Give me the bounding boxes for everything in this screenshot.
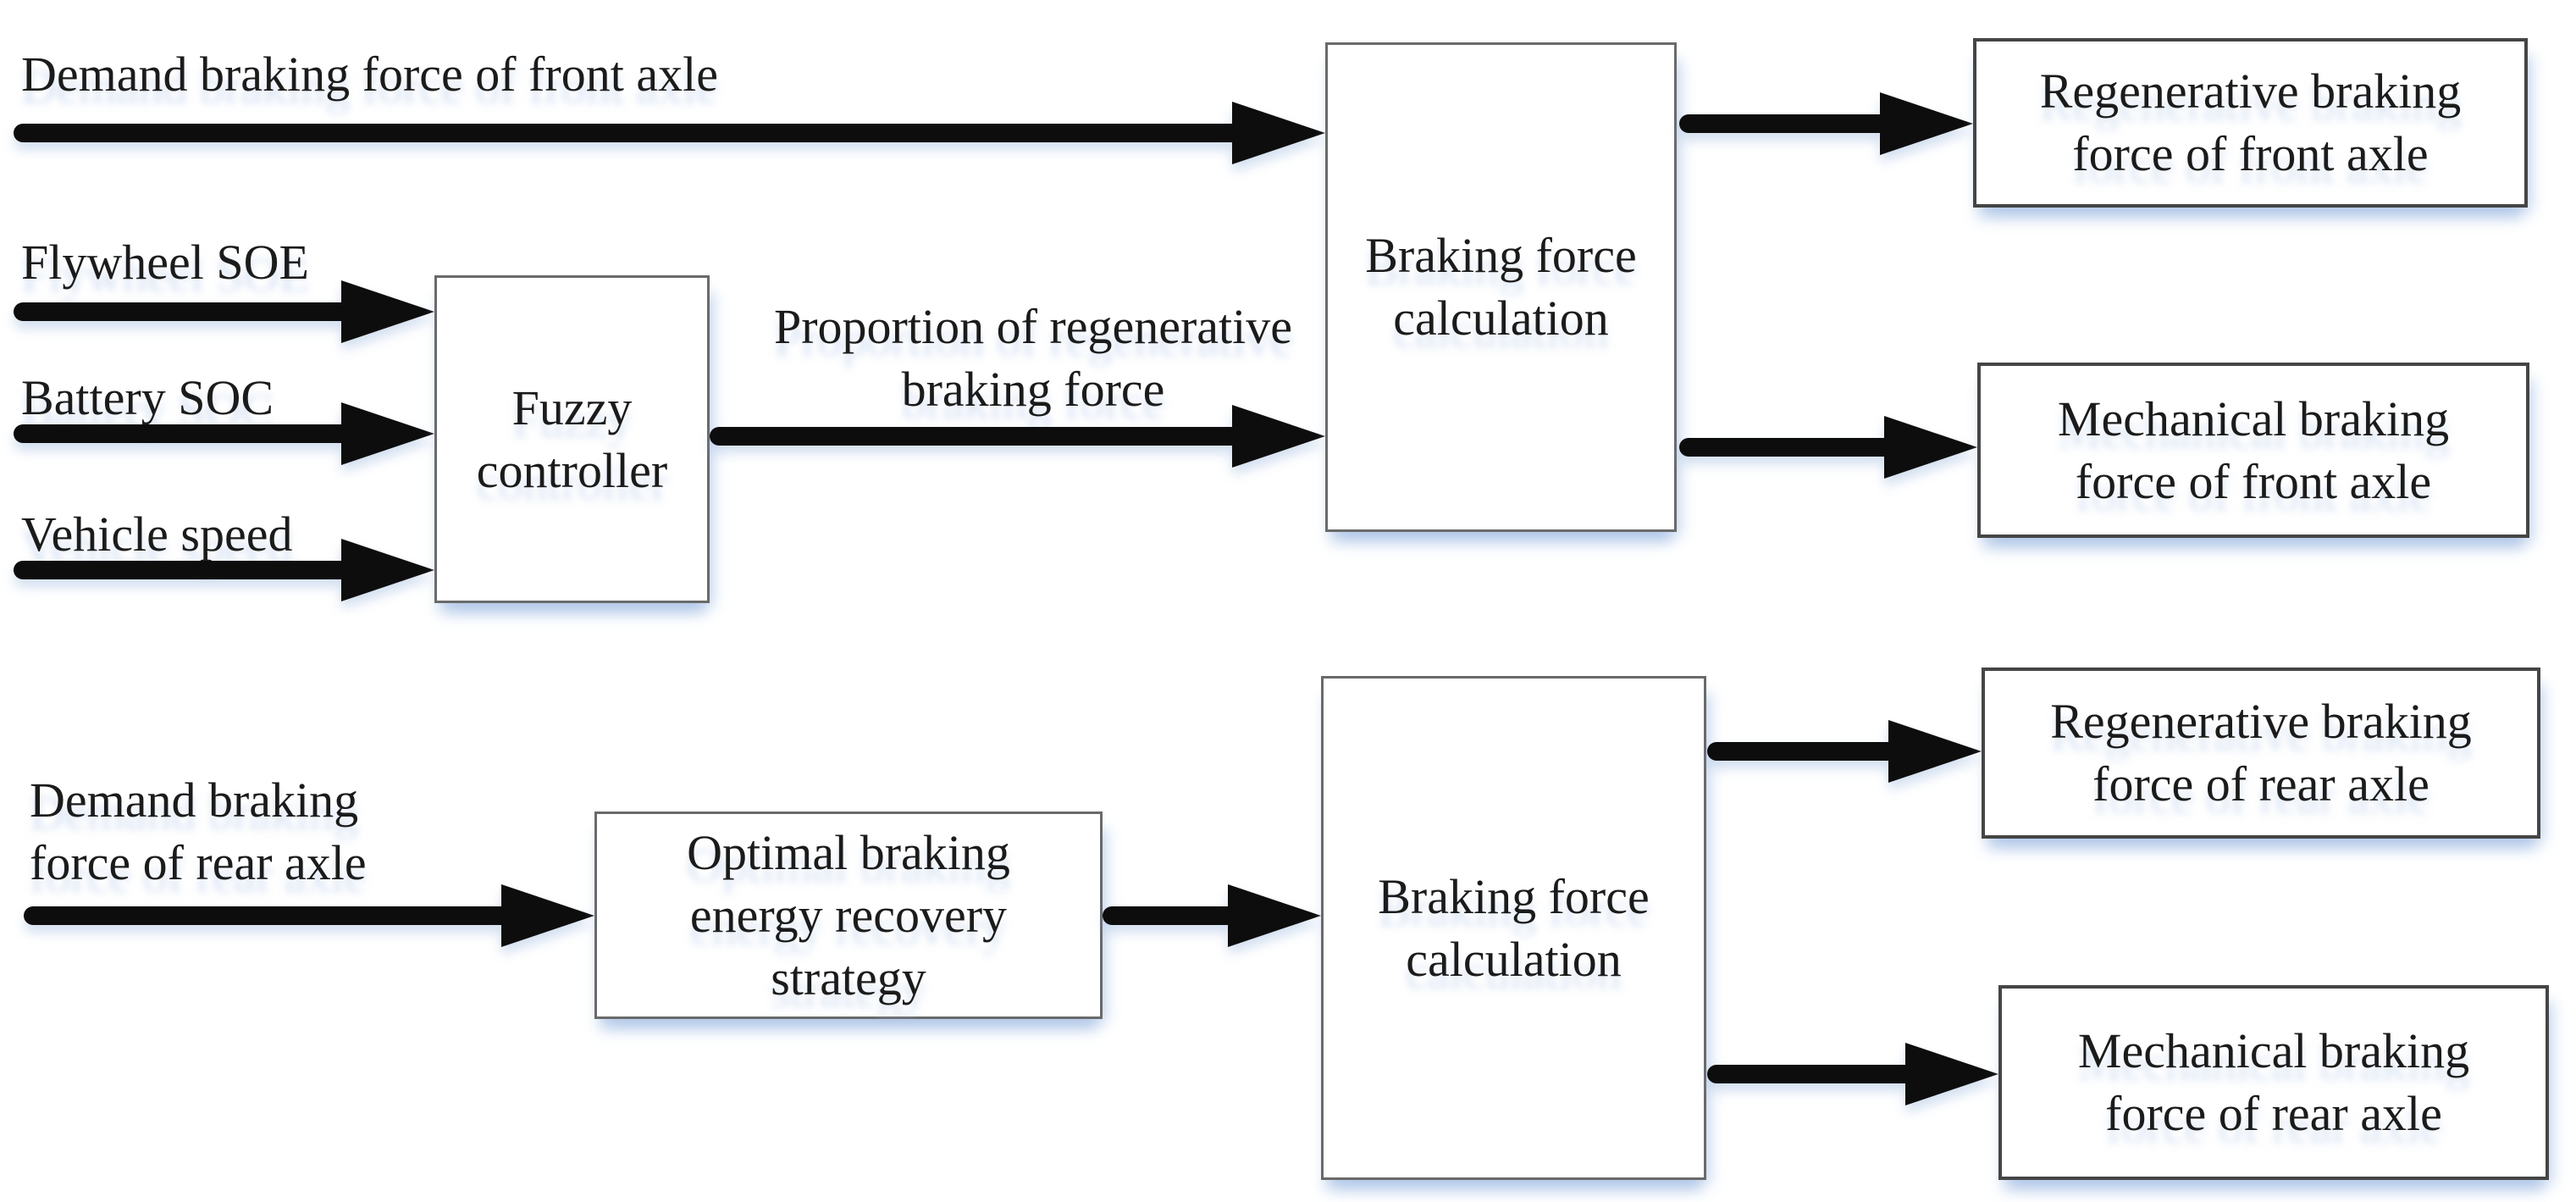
arrow-head-icon	[1232, 405, 1325, 468]
arrow-regenerative-rear	[1707, 720, 1982, 783]
arrow-demand-front	[14, 102, 1325, 164]
arrow-line	[24, 906, 508, 925]
label-flywheel-soe: Flywheel SOE	[21, 235, 309, 290]
box-braking-force-calculation-rear: Braking force calculation	[1321, 676, 1706, 1180]
label-demand-braking-front: Demand braking force of front axle	[21, 47, 718, 102]
arrow-demand-rear	[24, 884, 594, 947]
box-label: Optimal braking energy recovery strategy	[687, 824, 1010, 1005]
box-regenerative-braking-front: Regenerative braking force of front axle	[1973, 38, 2528, 208]
box-label: Fuzzy controller	[476, 379, 668, 498]
arrow-line	[710, 427, 1239, 446]
arrow-line	[14, 561, 348, 579]
box-optimal-strategy: Optimal braking energy recovery strategy	[594, 811, 1103, 1019]
arrow-head-icon	[341, 280, 434, 343]
arrow-battery-soc	[14, 402, 434, 465]
box-label: Braking force calculation	[1365, 228, 1637, 346]
arrow-head-icon	[1905, 1043, 1998, 1105]
arrow-line	[1679, 438, 1891, 457]
arrow-line	[14, 124, 1239, 142]
arrow-proportion	[710, 405, 1325, 468]
arrow-head-icon	[501, 884, 594, 947]
arrow-line	[14, 302, 348, 321]
arrow-line	[1103, 906, 1235, 925]
box-label: Mechanical braking force of front axle	[2057, 391, 2450, 509]
box-regenerative-braking-rear: Regenerative braking force of rear axle	[1982, 667, 2540, 839]
box-label: Regenerative braking force of front axle	[2039, 64, 2462, 181]
arrow-head-icon	[1232, 102, 1325, 164]
arrow-line	[1707, 742, 1895, 761]
arrow-head-icon	[1888, 720, 1982, 783]
box-mechanical-braking-rear: Mechanical braking force of rear axle	[1998, 985, 2549, 1180]
label-battery-soc: Battery SOC	[21, 370, 274, 425]
arrow-head-icon	[1884, 416, 1977, 479]
arrow-regenerative-front	[1679, 92, 1973, 155]
arrow-strategy-output	[1103, 884, 1321, 947]
arrow-head-icon	[1228, 884, 1321, 947]
box-label: Regenerative braking force of rear axle	[2050, 694, 2472, 811]
arrow-mechanical-front	[1679, 416, 1977, 479]
arrow-vehicle-speed	[14, 539, 434, 601]
box-fuzzy-controller: Fuzzy controller	[434, 275, 710, 603]
arrow-mechanical-rear	[1707, 1043, 1998, 1105]
label-demand-braking-rear: Demand braking force of rear axle	[30, 773, 367, 890]
arrow-line	[1679, 114, 1887, 133]
arrow-flywheel-soe	[14, 280, 434, 343]
label-proportion-regenerative: Proportion of regenerative braking force	[773, 299, 1292, 417]
arrow-line	[1707, 1065, 1912, 1083]
arrow-head-icon	[341, 402, 434, 465]
label-vehicle-speed: Vehicle speed	[21, 507, 293, 562]
arrow-head-icon	[341, 539, 434, 601]
box-label: Braking force calculation	[1378, 868, 1650, 987]
arrow-line	[14, 424, 348, 443]
box-label: Mechanical braking force of rear axle	[2077, 1023, 2470, 1141]
box-mechanical-braking-front: Mechanical braking force of front axle	[1977, 363, 2529, 538]
box-braking-force-calculation-front: Braking force calculation	[1325, 42, 1677, 532]
arrow-head-icon	[1880, 92, 1973, 155]
